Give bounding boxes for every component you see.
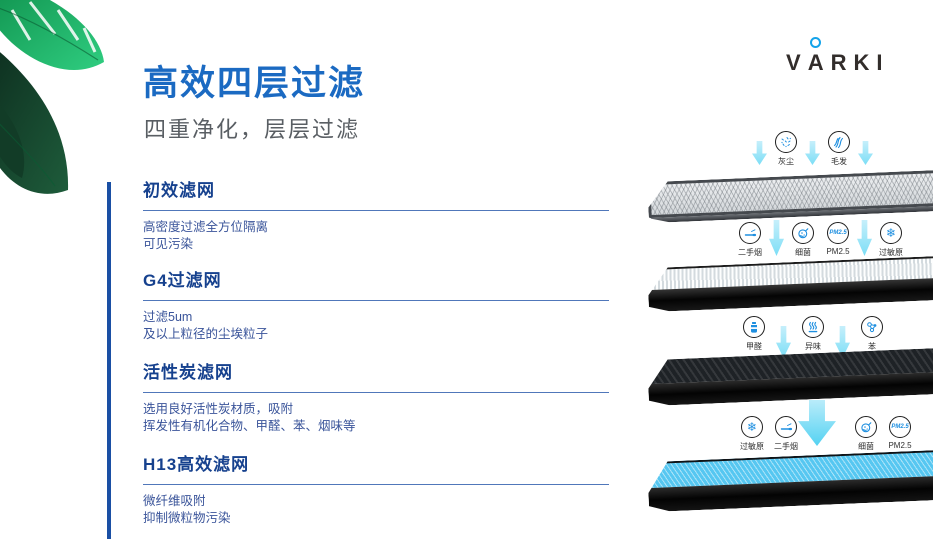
pollutant-row-4: ❄ 过敏原 二手烟 [736, 416, 916, 452]
page-subtitle: 四重净化，层层过滤 [144, 117, 361, 142]
logo-dot-icon [809, 37, 821, 48]
filter-layer-prefilter [647, 170, 933, 223]
section-line: 及以上粒径的尘埃粒子 [143, 327, 269, 341]
section-g4-filter: G4过滤网 过滤5um 及以上粒径的尘埃粒子 [143, 266, 609, 343]
pollutant-row-3: 甲醛 异味 苯 [738, 316, 888, 358]
divider [143, 300, 609, 301]
section-line: 过滤5um [143, 310, 193, 324]
down-arrow-icon [769, 220, 784, 256]
icon-label: 过敏原 [740, 442, 764, 451]
section-heading: 初效滤网 [143, 181, 215, 200]
down-arrow-icon [805, 141, 820, 165]
pollutant-row-1: 灰尘 毛发 [752, 131, 873, 167]
section-heading: H13高效滤网 [143, 455, 250, 474]
icon-label: 灰尘 [778, 157, 794, 166]
section-line: 高密度过滤全方位隔离 [143, 220, 269, 234]
icon-label: PM2.5 [888, 441, 912, 450]
bacteria-icon [792, 222, 814, 244]
filter-layer-hepa [647, 450, 933, 512]
section-line: 抑制微粒物污染 [143, 511, 231, 525]
allergen-snowflake-icon: ❄ [880, 222, 902, 244]
icon-label: 甲醛 [746, 342, 762, 351]
down-arrow-icon [776, 326, 791, 358]
section-line: 微纤维吸附 [143, 494, 206, 508]
leaf-decoration [0, 0, 104, 194]
pollutant-row-2: 二手烟 细菌 PM2.5 PM2.5 [734, 220, 907, 258]
cigarette-icon [775, 416, 797, 438]
page-title: 高效四层过滤 [143, 64, 366, 103]
divider [143, 392, 609, 393]
icon-label: PM2.5 [826, 247, 850, 256]
pm25-icon: PM2.5 [827, 222, 849, 244]
formaldehyde-bottle-icon [743, 316, 765, 338]
pm25-glyph-text: PM2.5 [891, 424, 909, 430]
section-line: 挥发性有机化合物、甲醛、苯、烟味等 [143, 419, 356, 433]
section-heading: G4过滤网 [143, 271, 222, 290]
section-h13-filter: H13高效滤网 微纤维吸附 抑制微粒物污染 [143, 450, 609, 527]
logo-letter: V [786, 50, 808, 75]
pm25-icon: PM2.5 [889, 416, 911, 438]
filter-layer-carbon [647, 348, 933, 406]
icon-label: 细菌 [795, 248, 811, 257]
divider [143, 210, 609, 211]
allergen-snowflake-icon: ❄ [741, 416, 763, 438]
section-carbon-filter: 活性炭滤网 选用良好活性炭材质，吸附 挥发性有机化合物、甲醛、苯、烟味等 [143, 358, 609, 435]
filter-layer-g4 [647, 256, 933, 312]
benzene-molecule-icon [861, 316, 883, 338]
icon-label: 异味 [805, 342, 821, 351]
logo-letter-a: A [807, 50, 831, 75]
logo-letters: RKI [830, 50, 890, 75]
section-heading: 活性炭滤网 [143, 363, 233, 382]
icon-label: 苯 [868, 342, 876, 351]
bacteria-icon [855, 416, 877, 438]
hair-icon [828, 131, 850, 153]
icon-label: 毛发 [831, 157, 847, 166]
accent-bar [107, 182, 111, 539]
filter-stack-diagram: 灰尘 毛发 [648, 118, 933, 518]
pm25-glyph-text: PM2.5 [829, 230, 847, 236]
down-arrow-icon [858, 141, 873, 165]
down-arrow-icon [857, 220, 872, 256]
icon-label: 细菌 [858, 442, 874, 451]
icon-label: 二手烟 [738, 248, 762, 257]
odor-steam-icon [802, 316, 824, 338]
cigarette-icon [739, 222, 761, 244]
divider [143, 484, 609, 485]
down-arrow-icon [752, 141, 767, 165]
section-line: 可见污染 [143, 237, 194, 251]
icon-label: 二手烟 [774, 442, 798, 451]
icon-label: 过敏原 [879, 248, 903, 257]
section-prefilter: 初效滤网 高密度过滤全方位隔离 可见污染 [143, 176, 609, 253]
dust-icon [775, 131, 797, 153]
section-line: 选用良好活性炭材质，吸附 [143, 402, 294, 416]
